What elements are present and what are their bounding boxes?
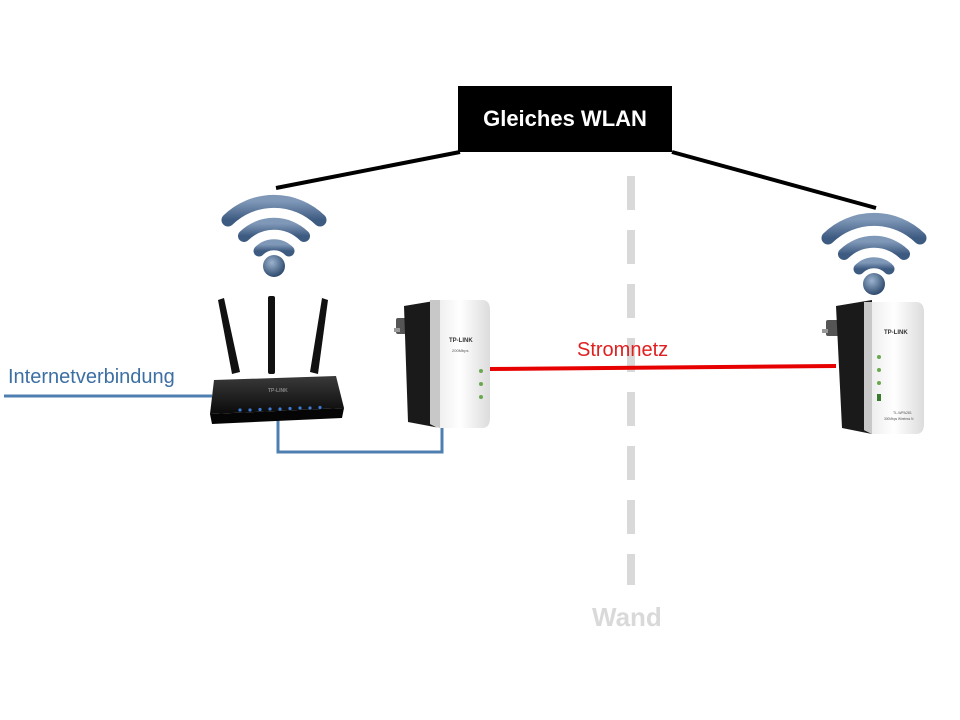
wlan-line-left — [275, 150, 461, 190]
adapter-brand: TP-LINK — [884, 330, 908, 336]
wlan-label: Gleiches WLAN — [483, 106, 647, 131]
svg-text:TP-LINK: TP-LINK — [268, 388, 288, 394]
router-adapter-cable — [276, 420, 444, 454]
adapter-speed: 200Mbps — [452, 348, 468, 353]
wireless-powerline-adapter: TP-LINK TL-WPA281 300Mbps Wireless N — [822, 300, 924, 434]
adapter-model: TL-WPA281 — [893, 411, 912, 415]
internet-connection-label: Internetverbindung — [8, 366, 175, 388]
wifi-icon — [821, 212, 927, 295]
wlan-line-right — [671, 150, 877, 210]
adapter-subtitle: 300Mbps Wireless N — [884, 417, 914, 421]
router: TP-LINK — [210, 296, 344, 424]
powerline-line — [487, 364, 837, 371]
powerline-adapter: TP-LINK 200Mbps — [394, 300, 490, 428]
wlan-label-box: Gleiches WLAN — [458, 86, 672, 152]
adapter-brand: TP-LINK — [449, 338, 473, 344]
powerline-label: Stromnetz — [577, 339, 669, 361]
wifi-icon — [221, 194, 327, 277]
wall-label: Wand — [592, 602, 662, 632]
